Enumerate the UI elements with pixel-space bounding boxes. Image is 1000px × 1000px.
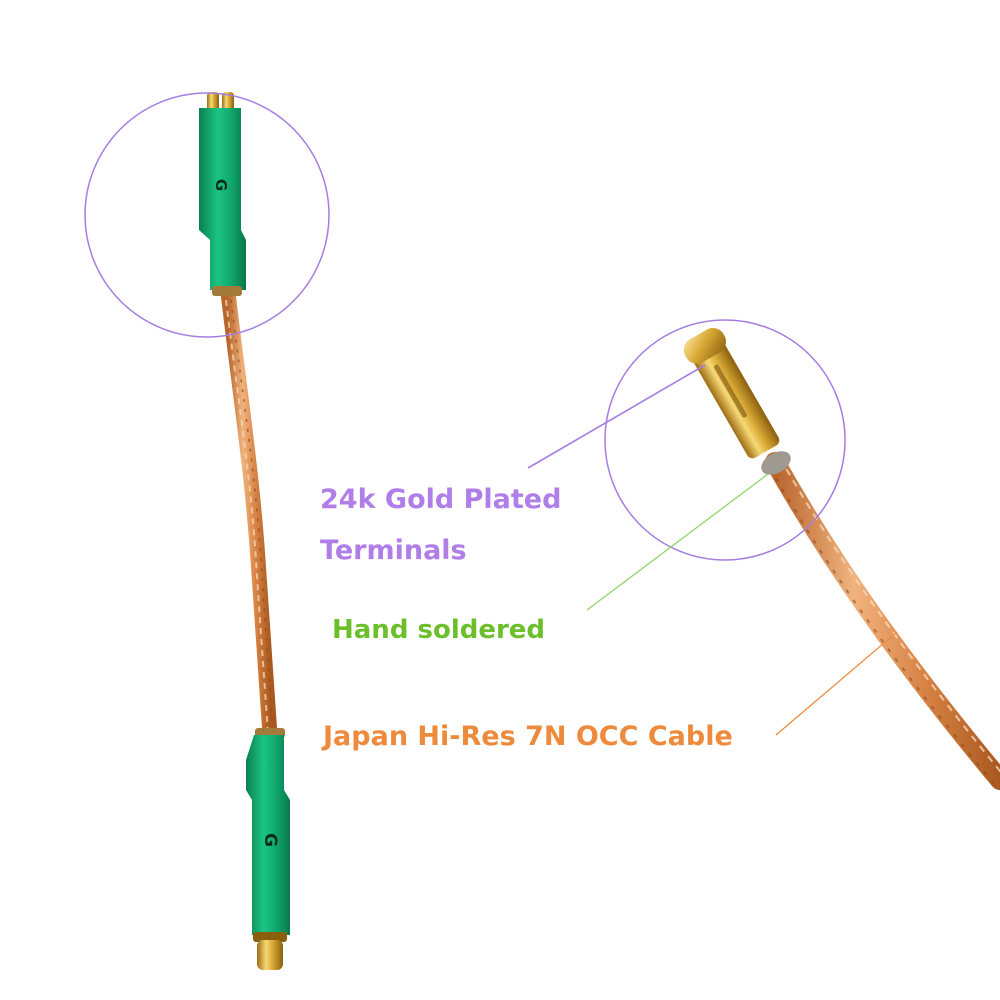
cable-callout: Japan Hi-Res 7N OCC Cable (323, 721, 733, 752)
bottom-gold-pin (257, 940, 283, 970)
left-highlight-circle (84, 92, 330, 338)
right-wire (765, 452, 1000, 790)
gold-terminal (683, 327, 780, 459)
top-connector: G (199, 92, 246, 296)
gold-terminal-callout: 24k Gold Plated Terminals (320, 474, 561, 576)
right-wire-sheen (779, 457, 1000, 773)
bottom-connector: G (246, 728, 290, 970)
left-cable: G G (199, 92, 290, 970)
gold-callout-line-2: Terminals (320, 535, 467, 566)
cable-pointer-line (775, 631, 898, 736)
gold-terminal-cap (683, 327, 727, 364)
right-highlight-circle (604, 319, 846, 561)
right-cable (683, 327, 1000, 790)
left-wire-sheen (225, 299, 269, 736)
bottom-green-sleeve (246, 735, 290, 935)
solder-pointer-line (586, 473, 769, 611)
solder-joint (761, 451, 791, 475)
gold-pointer-line (527, 364, 706, 469)
left-wire-twist (230, 299, 274, 736)
top-green-sleeve (199, 108, 246, 290)
bottom-gold-tip (253, 932, 287, 942)
gold-callout-line-1: 24k Gold Plated (320, 484, 562, 515)
gold-terminal-slot (713, 364, 747, 418)
top-connector-letter: G (212, 179, 230, 191)
solder-callout: Hand soldered (332, 615, 546, 645)
top-sleeve-base (212, 286, 242, 296)
left-wire (220, 284, 278, 743)
bottom-connector-letter: G (260, 833, 280, 847)
